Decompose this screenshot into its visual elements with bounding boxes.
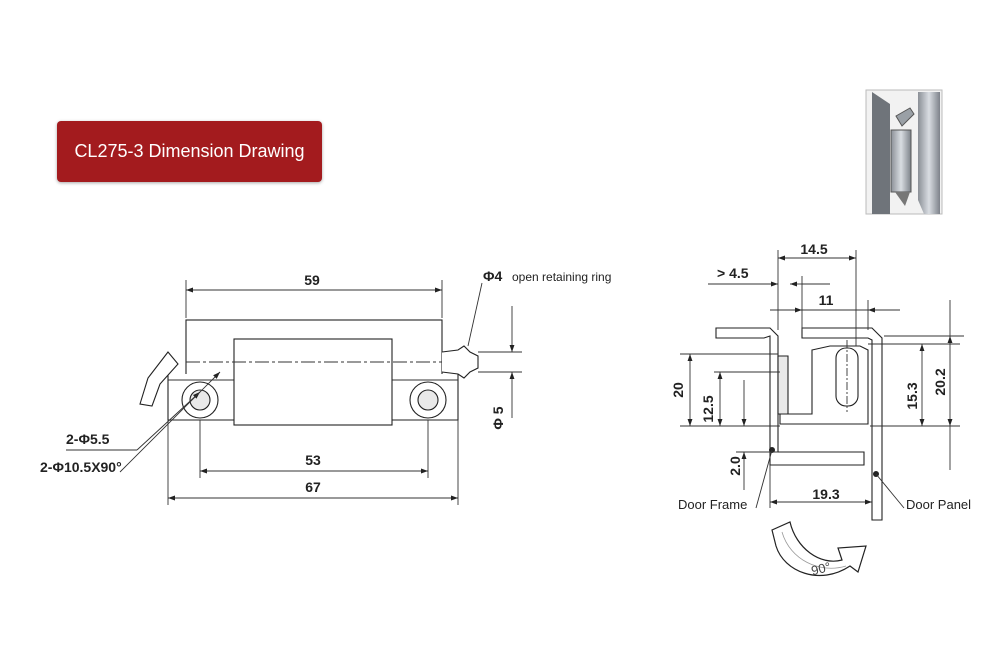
pin-note-label: open retaining ring [512,270,611,284]
title-text: CL275-3 Dimension Drawing [74,141,305,161]
dim-11: 11 [819,292,834,308]
dim-19-3: 19.3 [812,486,839,502]
rotation-label: 90° [810,559,833,578]
dim-gt-4-5: > 4.5 [717,265,749,281]
dim-20-2: 20.2 [932,368,948,395]
hole-small-label: 2-Φ5.5 [66,431,110,447]
side-view: 14.5 > 4.5 11 20 12.5 2.0 15.3 [670,241,971,578]
hinge-photo [865,89,943,215]
dim-phi5: Φ 5 [490,406,506,429]
title-banner: CL275-3 Dimension Drawing [57,121,322,182]
dim-67: 67 [305,479,321,495]
door-panel-profile [801,327,883,521]
pin-diameter-label: Φ4 [483,268,502,284]
hole-countersink-label: 2-Φ10.5X90° [40,459,122,475]
door-frame-profile [715,327,865,466]
dim-12-5: 12.5 [700,395,716,422]
front-view: 59 53 67 Φ4 open retaining ring Φ 5 2-Φ5… [40,268,611,505]
dim-15-3: 15.3 [904,382,920,409]
frame-bracket [777,355,789,415]
rotation-arrow-icon [771,521,867,576]
door-panel-label: Door Panel [906,497,971,512]
door-frame-label: Door Frame [678,497,747,512]
dim-2-0: 2.0 [727,456,743,476]
dim-53: 53 [305,452,321,468]
hinge-barrel [233,338,393,426]
mounting-hole-left [181,381,219,419]
dim-20: 20 [670,382,686,398]
dim-14-5: 14.5 [800,241,827,257]
pin-end [441,345,479,379]
dim-59: 59 [304,272,320,288]
hinge-bent-arm [139,351,179,407]
mounting-hole-right [409,381,447,419]
